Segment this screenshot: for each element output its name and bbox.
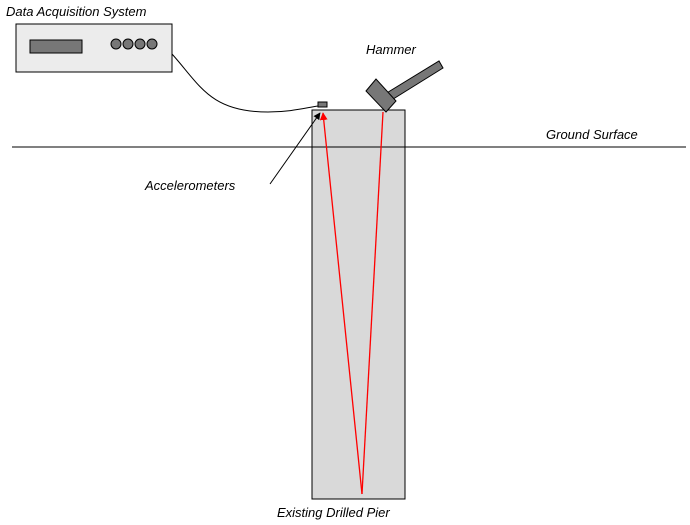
knob-icon bbox=[146, 38, 158, 50]
hammer-label: Hammer bbox=[366, 42, 416, 57]
wave-path-down bbox=[361, 111, 384, 495]
hammer-handle bbox=[384, 60, 444, 102]
data-acquisition-display bbox=[29, 39, 83, 54]
ground-surface-label: Ground Surface bbox=[546, 127, 638, 142]
drilled-pier-label: Existing Drilled Pier bbox=[277, 505, 390, 520]
hammer-head bbox=[365, 78, 397, 113]
accelerometer-sensor bbox=[317, 101, 328, 108]
knob-icon bbox=[110, 38, 122, 50]
data-acquisition-unit bbox=[15, 23, 173, 73]
sensor-cable bbox=[171, 53, 319, 113]
knob-icon bbox=[122, 38, 134, 50]
accelerometer-pointer-arrow bbox=[269, 112, 321, 185]
accelerometers-label: Accelerometers bbox=[145, 178, 236, 193]
hammer-icon bbox=[365, 60, 444, 113]
drilled-pier bbox=[311, 109, 406, 500]
wave-path-up bbox=[319, 112, 363, 495]
data-acquisition-label: Data Acquisition System bbox=[6, 4, 147, 19]
knob-icon bbox=[134, 38, 146, 50]
